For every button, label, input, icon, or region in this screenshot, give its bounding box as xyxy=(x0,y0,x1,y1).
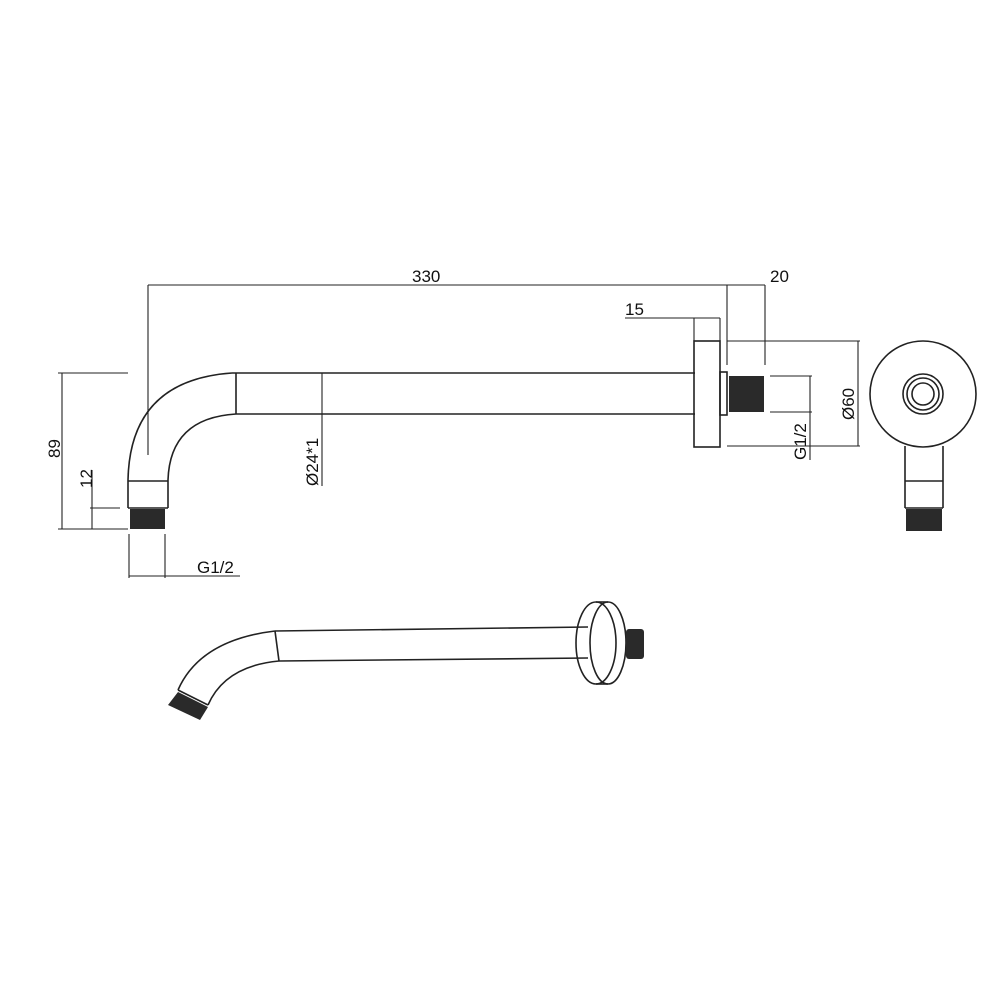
dim-length: 330 xyxy=(412,267,440,286)
inlet-thread xyxy=(729,376,764,412)
dim-flange-depth: 15 xyxy=(625,300,644,319)
side-view xyxy=(127,340,764,529)
perspective-view xyxy=(168,601,644,720)
dim-outlet-thread: G1/2 xyxy=(197,558,234,577)
dim-inlet-thread: G1/2 xyxy=(791,423,810,460)
dim-pipe-diameter: Ø24*1 xyxy=(303,438,322,486)
dim-flange-diameter: Ø60 xyxy=(839,388,858,420)
dim-thread-length: 20 xyxy=(770,267,789,286)
dim-outlet-thread-length: 12 xyxy=(77,469,96,488)
dim-height: 89 xyxy=(45,439,64,458)
dimension-lines: 330 20 15 Ø60 G1/2 Ø24*1 89 12 G1/2 xyxy=(45,267,860,578)
outlet-thread xyxy=(130,509,165,529)
end-view xyxy=(869,340,977,531)
flange xyxy=(693,340,721,448)
